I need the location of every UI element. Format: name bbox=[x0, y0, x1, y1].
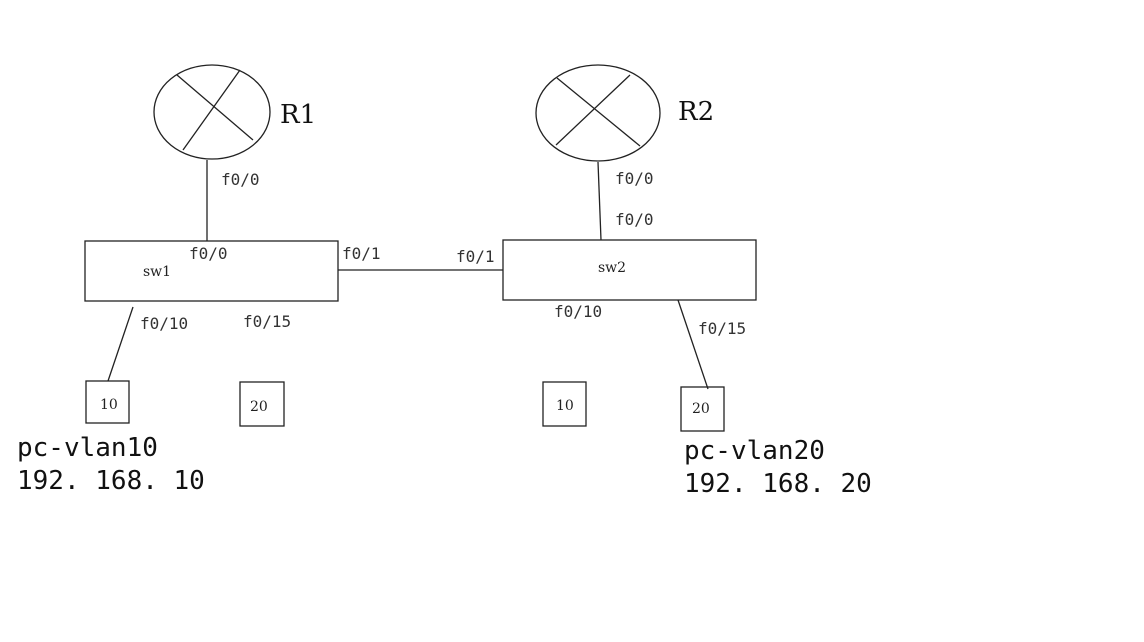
port-label-sw2-f01: f0/1 bbox=[456, 247, 495, 266]
router-r2-cross-line bbox=[555, 74, 631, 146]
pc-box-sw1-vlan20 bbox=[239, 381, 285, 427]
link-sw1-pc10 bbox=[107, 306, 134, 382]
port-label-sw2-f015: f0/15 bbox=[698, 319, 746, 338]
switch-sw1 bbox=[84, 240, 339, 302]
port-label-r2-f00: f0/0 bbox=[615, 169, 654, 188]
port-label-r1-f00: f0/0 bbox=[221, 170, 260, 189]
pc-box-sw2-vlan10 bbox=[542, 381, 587, 427]
port-label-sw2-f010: f0/10 bbox=[554, 302, 602, 321]
pc-box-label: 10 bbox=[100, 397, 118, 413]
router-r1-body bbox=[153, 64, 271, 160]
switch-sw1-label: sw1 bbox=[143, 264, 171, 280]
router-r2-body bbox=[535, 64, 661, 162]
caption-right-pc-name: pc-vlan20 bbox=[684, 436, 825, 466]
port-label-sw1-f00: f0/0 bbox=[189, 244, 228, 263]
port-label-sw1-f010: f0/10 bbox=[140, 314, 188, 333]
port-label-sw2-f00: f0/0 bbox=[615, 210, 654, 229]
link-r2-sw2 bbox=[597, 161, 602, 241]
caption-left-pc-name: pc-vlan10 bbox=[17, 433, 158, 463]
switch-sw2-label: sw2 bbox=[598, 260, 626, 276]
port-label-sw1-f01: f0/1 bbox=[342, 244, 381, 263]
router-r1 bbox=[153, 64, 271, 160]
pc-box-sw2-vlan20 bbox=[680, 386, 725, 432]
pc-box-label: 20 bbox=[692, 401, 710, 417]
pc-box-label: 20 bbox=[250, 399, 268, 415]
port-label-sw1-f015: f0/15 bbox=[243, 312, 291, 331]
link-sw2-pc20 bbox=[677, 299, 709, 390]
switch-sw2 bbox=[502, 239, 757, 301]
router-r2-label: R2 bbox=[678, 97, 714, 127]
pc-box-sw1-vlan10 bbox=[85, 380, 130, 424]
pc-box-label: 10 bbox=[556, 398, 574, 414]
router-r1-label: R1 bbox=[280, 100, 316, 130]
router-r1-cross-line bbox=[182, 69, 241, 151]
caption-left-network: 192. 168. 10 bbox=[17, 466, 205, 496]
caption-right-network: 192. 168. 20 bbox=[684, 469, 872, 499]
router-r2 bbox=[535, 64, 661, 162]
router-r2-cross-line bbox=[556, 77, 641, 147]
router-r1-cross-line bbox=[176, 74, 254, 141]
